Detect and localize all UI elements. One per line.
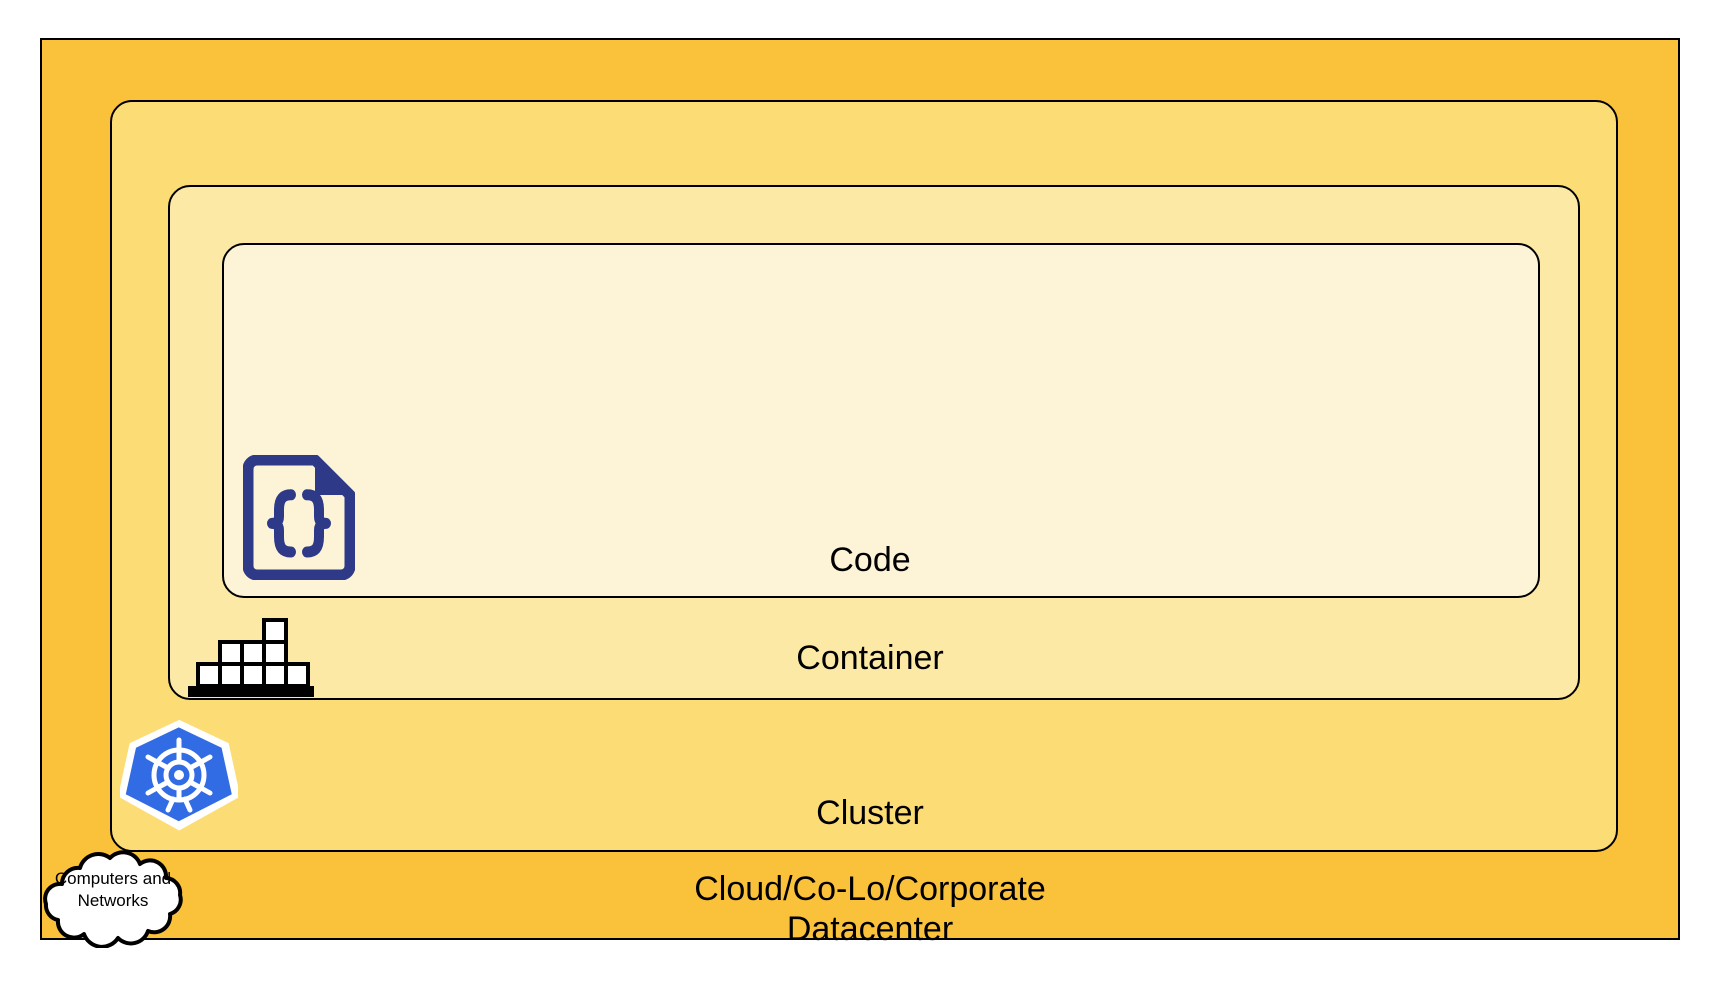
layer-code[interactable] xyxy=(222,243,1540,598)
cloud-icon[interactable] xyxy=(32,848,194,948)
layer-label-datacenter: Cloud/Co-Lo/Corporate Datacenter xyxy=(694,870,1046,948)
shipping-containers-icon xyxy=(186,608,316,698)
code-file-icon xyxy=(243,455,355,580)
layer-label-code: Code xyxy=(829,541,911,579)
layer-label-cluster: Cluster xyxy=(816,794,924,832)
kubernetes-icon xyxy=(120,716,238,834)
layer-label-container: Container xyxy=(796,639,944,677)
